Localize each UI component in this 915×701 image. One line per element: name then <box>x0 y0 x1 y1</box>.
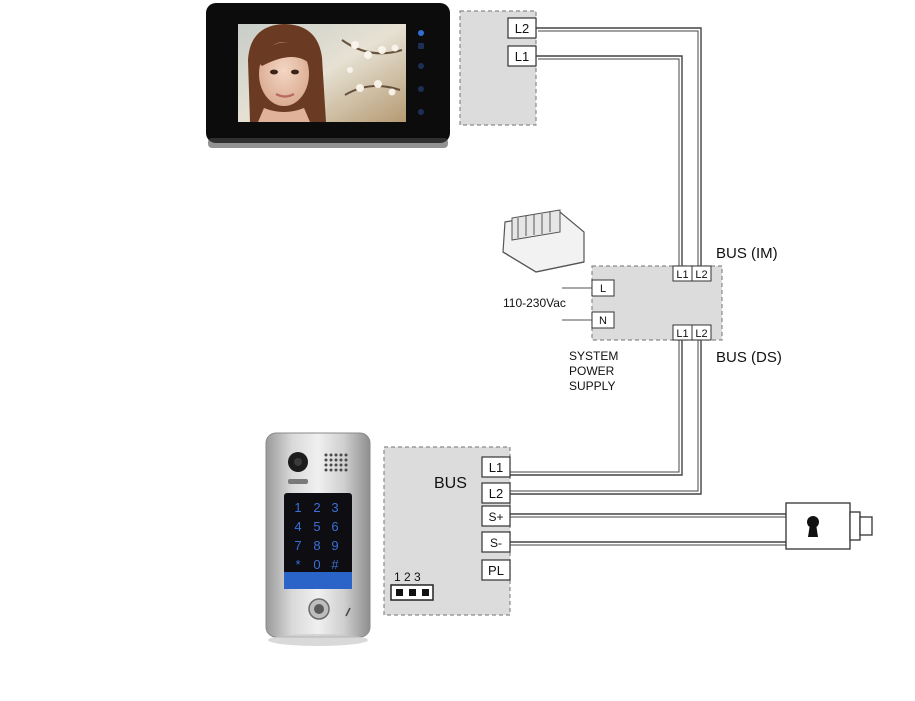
keypad-key[interactable]: 1 <box>294 500 301 515</box>
system-power-supply: L1 L2 L1 L2 L N <box>562 265 723 341</box>
outdoor-door-station: 1 2 3 4 5 6 7 8 9 * 0 # <box>265 432 371 646</box>
keypad-key[interactable]: * <box>295 557 300 572</box>
door-station-terminal-module: BUS L1 L2 S+ S- PL 1 2 3 <box>383 446 511 616</box>
psu-input-terminal-l-label: L <box>600 283 606 295</box>
camera-led-strip <box>288 479 308 484</box>
din-rail-power-supply-icon <box>502 209 585 273</box>
wire-monitor-l1 <box>536 55 683 266</box>
indoor-monitor <box>206 3 450 148</box>
door-terminal-l1 <box>481 456 511 478</box>
door-terminal-s-minus <box>481 531 511 553</box>
speaker-grill-icon <box>324 453 348 472</box>
door-station-shadow <box>268 634 368 646</box>
blossom-branch <box>341 39 403 96</box>
door-terminal-s-plus-label: S+ <box>488 510 503 524</box>
monitor-button-icon[interactable] <box>418 63 424 69</box>
door-terminal-l1-label: L1 <box>489 460 503 475</box>
bus-ds-label: BUS (DS) <box>716 349 782 366</box>
bus-wiring <box>510 27 786 546</box>
psu-bottom-terminal-l1-label: L1 <box>676 328 688 340</box>
monitor-terminal-l2-label: L2 <box>515 21 529 36</box>
monitor-terminal-module: L2 L1 <box>459 10 537 126</box>
door-terminal-s-minus-label: S- <box>490 536 502 550</box>
wire-door-l2 <box>510 340 702 495</box>
door-bus-label: BUS <box>434 475 467 492</box>
electric-lock <box>785 502 873 550</box>
keypad-card-reader-band <box>284 572 352 589</box>
keypad-key[interactable]: 3 <box>331 500 338 515</box>
door-terminal-s-plus <box>481 505 511 527</box>
keypad-key[interactable]: 2 <box>313 500 320 515</box>
monitor-reflection <box>208 138 448 148</box>
keypad-key[interactable]: 8 <box>313 538 320 553</box>
keypad-key[interactable]: 9 <box>331 538 338 553</box>
wire-monitor-l2-inner <box>538 30 699 266</box>
keypad-key[interactable]: 6 <box>331 519 338 534</box>
microphone-slot-icon <box>345 607 351 617</box>
door-terminal-pl-label: PL <box>488 563 504 578</box>
monitor-button-icon[interactable] <box>418 86 424 92</box>
voltage-label: 110-230Vac <box>503 296 566 310</box>
lock-body <box>785 502 851 550</box>
monitor-button-icon[interactable] <box>418 30 424 36</box>
jumper-label: 1 2 3 <box>394 570 421 584</box>
psu-bottom-terminal-l2-label: L2 <box>695 328 707 340</box>
wire-door-l1-inner <box>510 340 680 473</box>
psu-input-terminal-n-label: N <box>599 315 607 327</box>
wire-monitor-l2 <box>536 27 702 266</box>
wire-door-l2-inner <box>510 340 699 492</box>
door-terminal-l2 <box>481 482 511 504</box>
keypad-panel <box>284 493 352 589</box>
wire-door-l1 <box>510 340 683 476</box>
keypad-key[interactable]: 4 <box>294 519 301 534</box>
keypad-key[interactable]: 0 <box>313 557 320 572</box>
wire-monitor-l1-inner <box>538 58 680 266</box>
keypad-key[interactable]: 5 <box>313 519 320 534</box>
keypad-keys: 1 2 3 4 5 6 7 8 9 * 0 # <box>294 500 339 572</box>
psu-top-terminal-l2-label: L2 <box>695 269 707 281</box>
door-terminal-l2-label: L2 <box>489 486 503 501</box>
door-terminal-pl <box>481 559 511 581</box>
monitor-button-icon[interactable] <box>418 109 424 115</box>
keypad-key[interactable]: 7 <box>294 538 301 553</box>
woman-portrait <box>248 24 326 122</box>
monitor-terminal-l1-label: L1 <box>515 49 529 64</box>
psu-name-line-3: SUPPLY <box>569 379 615 393</box>
psu-top-terminal-l1-label: L1 <box>676 269 688 281</box>
bus-im-label: BUS (IM) <box>716 245 778 262</box>
psu-name-line-2: POWER <box>569 364 615 378</box>
bell-icon <box>314 604 324 614</box>
keypad-key[interactable]: # <box>331 557 339 572</box>
monitor-buttons <box>418 30 424 115</box>
psu-name-line-1: SYSTEM <box>569 349 618 363</box>
monitor-button-icon[interactable] <box>418 43 424 49</box>
